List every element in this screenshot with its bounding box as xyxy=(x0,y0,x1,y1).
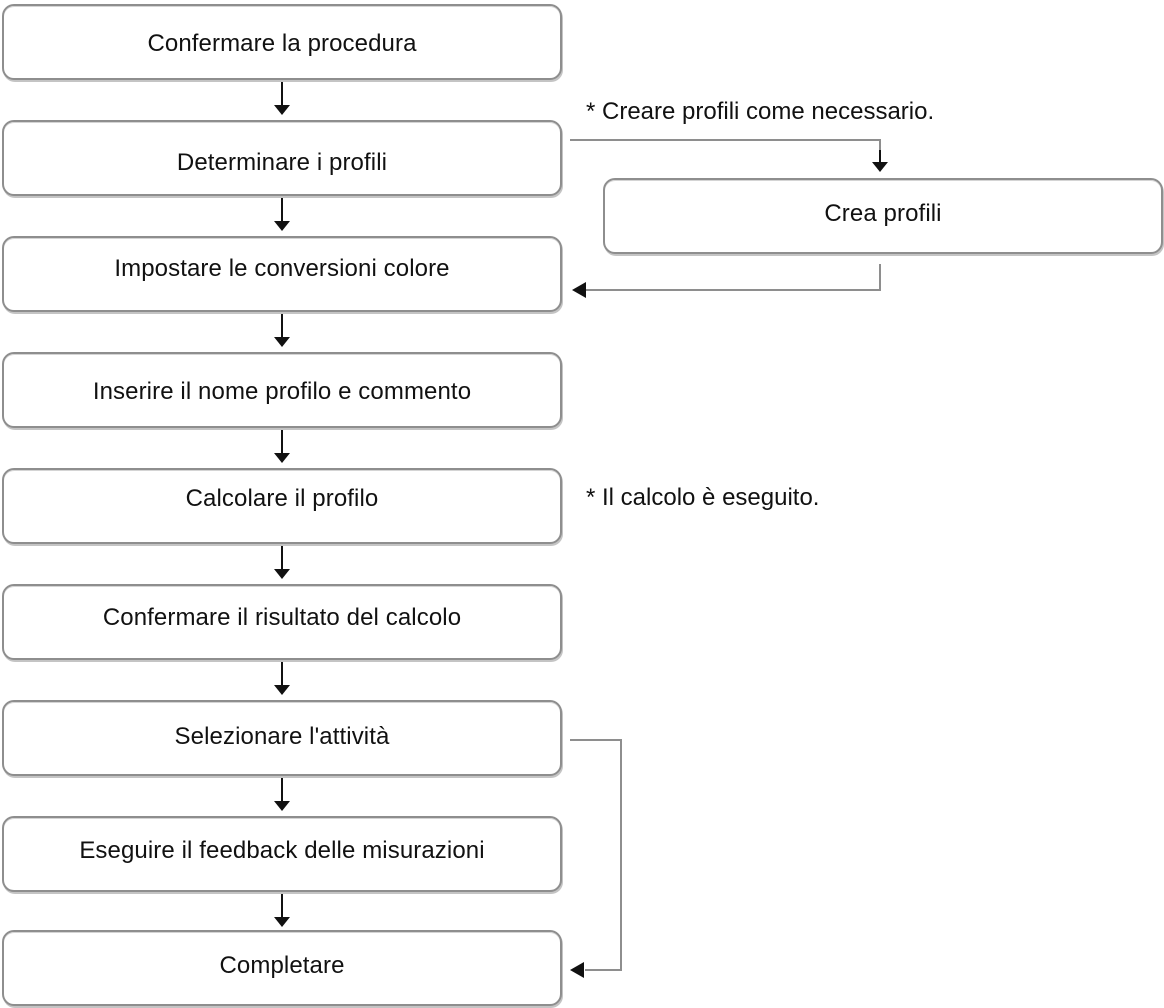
step-complete: Completare xyxy=(2,930,562,1006)
step-label: Impostare le conversioni colore xyxy=(114,255,450,282)
return-from-create-profiles xyxy=(585,264,881,291)
step-determine-profiles: Determinare i profili xyxy=(2,120,562,196)
flow-arrow-5-head xyxy=(274,569,290,579)
flow-arrow-1-head xyxy=(274,105,290,115)
flow-arrow-8-head xyxy=(274,917,290,927)
step-label: Determinare i profili xyxy=(176,149,388,176)
side-step-create-profiles: Crea profili xyxy=(603,178,1163,254)
side-step-label: Crea profili xyxy=(824,200,942,227)
flow-arrow-4-head xyxy=(274,453,290,463)
branch-to-create-profiles-arrow-head xyxy=(872,162,888,172)
skip-to-complete-head xyxy=(570,962,584,978)
skip-to-complete xyxy=(570,739,622,971)
step-calculate-profile: Calcolare il profilo xyxy=(2,468,562,544)
step-confirm-procedure: Confermare la procedura xyxy=(2,4,562,80)
step-label: Confermare la procedura xyxy=(147,30,417,57)
note-calculation: * Il calcolo è eseguito. xyxy=(586,484,820,511)
step-enter-profile-name: Inserire il nome profilo e commento xyxy=(2,352,562,428)
branch-to-create-profiles xyxy=(570,139,881,168)
step-label: Eseguire il feedback delle misurazioni xyxy=(79,837,485,864)
flow-arrow-3-head xyxy=(274,337,290,347)
flow-arrow-6-head xyxy=(274,685,290,695)
step-label: Selezionare l'attività xyxy=(174,723,390,750)
return-from-create-profiles-head xyxy=(572,282,586,298)
step-measurement-feedback: Eseguire il feedback delle misurazioni xyxy=(2,816,562,892)
note-create-profiles: * Creare profili come necessario. xyxy=(586,98,935,125)
step-set-color-conversions: Impostare le conversioni colore xyxy=(2,236,562,312)
step-label: Confermare il risultato del calcolo xyxy=(102,604,462,631)
step-label: Calcolare il profilo xyxy=(185,485,379,512)
flow-arrow-2-head xyxy=(274,221,290,231)
step-label: Inserire il nome profilo e commento xyxy=(92,378,472,405)
step-confirm-calculation-result: Confermare il risultato del calcolo xyxy=(2,584,562,660)
step-label: Completare xyxy=(219,952,345,979)
step-select-activity: Selezionare l'attività xyxy=(2,700,562,776)
flow-arrow-7-head xyxy=(274,801,290,811)
